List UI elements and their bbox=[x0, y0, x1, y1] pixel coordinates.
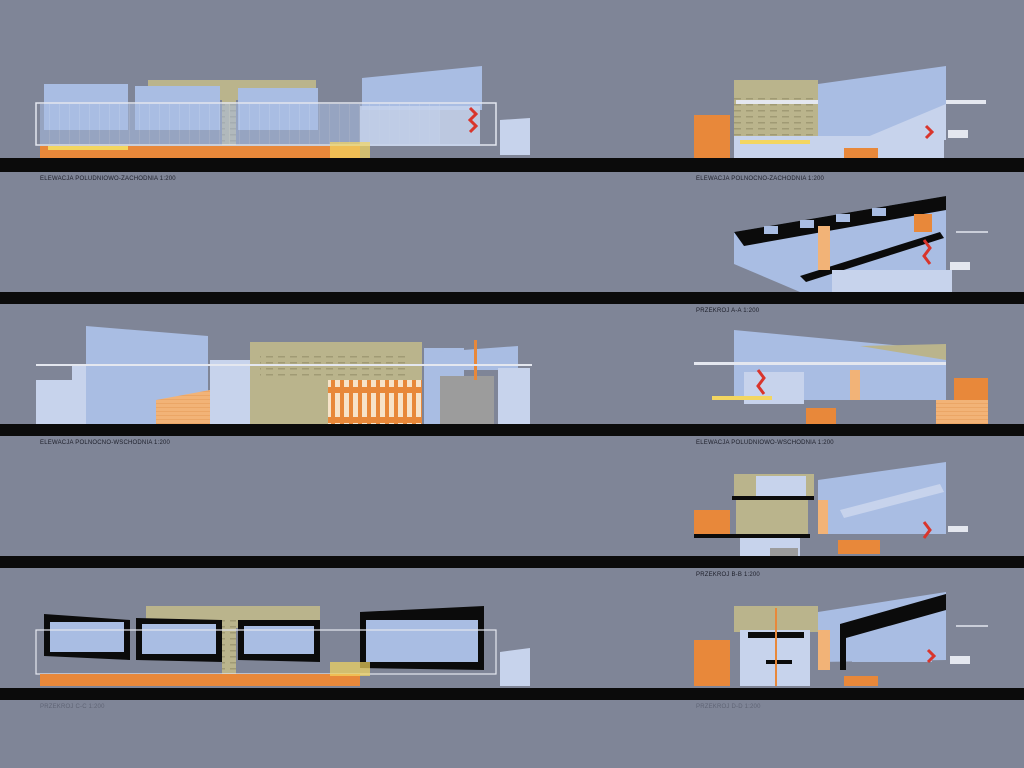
caption-section-c-c: PRZEKROJ C-C 1:200 bbox=[40, 704, 105, 710]
caption-section-b-b: PRZEKROJ B-B 1:200 bbox=[696, 572, 760, 578]
section-b-b bbox=[694, 462, 968, 558]
caption-elevation-south-east: ELEWACJA POLUDNIOWO-WSCHODNIA 1:200 bbox=[696, 440, 834, 446]
section-c-c bbox=[35, 606, 530, 686]
ground-line-row-1 bbox=[0, 158, 1024, 172]
caption-elevation-north-east: ELEWACJA POLNOCNO-WSCHODNIA 1:200 bbox=[40, 440, 171, 446]
ground-line-row-3 bbox=[0, 424, 1024, 436]
elevation-north-east bbox=[36, 326, 532, 424]
caption-section-a-a: PRZEKROJ A-A 1:200 bbox=[696, 308, 760, 314]
elevation-south-west bbox=[35, 66, 530, 158]
section-d-d bbox=[694, 592, 988, 686]
caption-section-d-d: PRZEKROJ D-D 1:200 bbox=[696, 704, 761, 710]
ground-line-row-4 bbox=[0, 556, 1024, 568]
elevation-north-west bbox=[694, 66, 986, 159]
elevation-south-east bbox=[694, 330, 988, 424]
ground-line-row-2 bbox=[0, 292, 1024, 304]
caption-elevation-north-west: ELEWACJA POLNOCNO-ZACHODNIA 1:200 bbox=[696, 176, 825, 182]
section-a-a bbox=[734, 196, 988, 292]
ground-line-row-5 bbox=[0, 688, 1024, 700]
caption-elevation-south-west: ELEWACJA POLUDNIOWO-ZACHODNIA 1:200 bbox=[40, 176, 176, 182]
